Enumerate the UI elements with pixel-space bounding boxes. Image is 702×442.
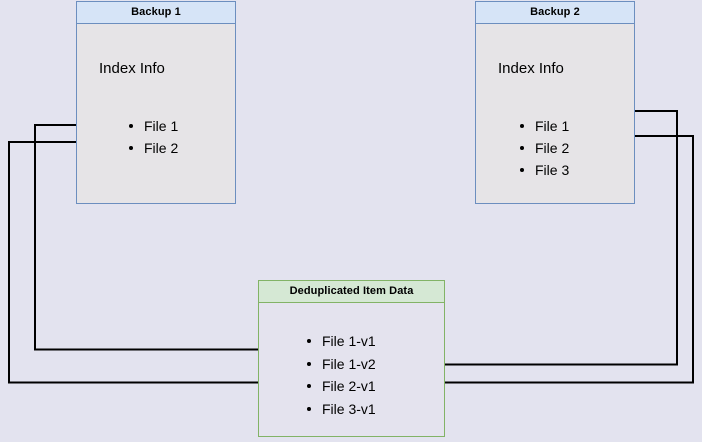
deduplicated-item-data-title: Deduplicated Item Data — [259, 281, 444, 303]
deduplicated-item-data-box[interactable]: Deduplicated Item Data File 1-v1 File 1-… — [258, 280, 445, 437]
list-item[interactable]: File 2 — [518, 137, 569, 159]
deduplicated-item-data-body: File 1-v1 File 1-v2 File 2-v1 File 3-v1 — [259, 303, 444, 436]
backup-2-box[interactable]: Backup 2 Index Info File 1 File 2 File 3 — [475, 1, 635, 204]
list-item[interactable]: File 1-v1 — [305, 330, 376, 353]
backup-1-index-info-label: Index Info — [99, 60, 165, 77]
deduplicated-file-list: File 1-v1 File 1-v2 File 2-v1 File 3-v1 — [305, 330, 376, 420]
list-item[interactable]: File 1 — [127, 115, 178, 137]
list-item[interactable]: File 2 — [127, 137, 178, 159]
list-item[interactable]: File 3 — [518, 159, 569, 181]
list-item[interactable]: File 2-v1 — [305, 375, 376, 398]
backup-1-file-list: File 1 File 2 — [127, 115, 178, 159]
list-item[interactable]: File 1 — [518, 115, 569, 137]
backup-2-file-list: File 1 File 2 File 3 — [518, 115, 569, 181]
list-item[interactable]: File 3-v1 — [305, 398, 376, 421]
backup-2-index-info-label: Index Info — [498, 60, 564, 77]
list-item[interactable]: File 1-v2 — [305, 353, 376, 376]
backup-2-title: Backup 2 — [476, 2, 634, 24]
backup-1-title: Backup 1 — [77, 2, 235, 24]
backup-1-body: Index Info File 1 File 2 — [77, 24, 235, 203]
backup-2-body: Index Info File 1 File 2 File 3 — [476, 24, 634, 203]
backup-1-box[interactable]: Backup 1 Index Info File 1 File 2 — [76, 1, 236, 204]
